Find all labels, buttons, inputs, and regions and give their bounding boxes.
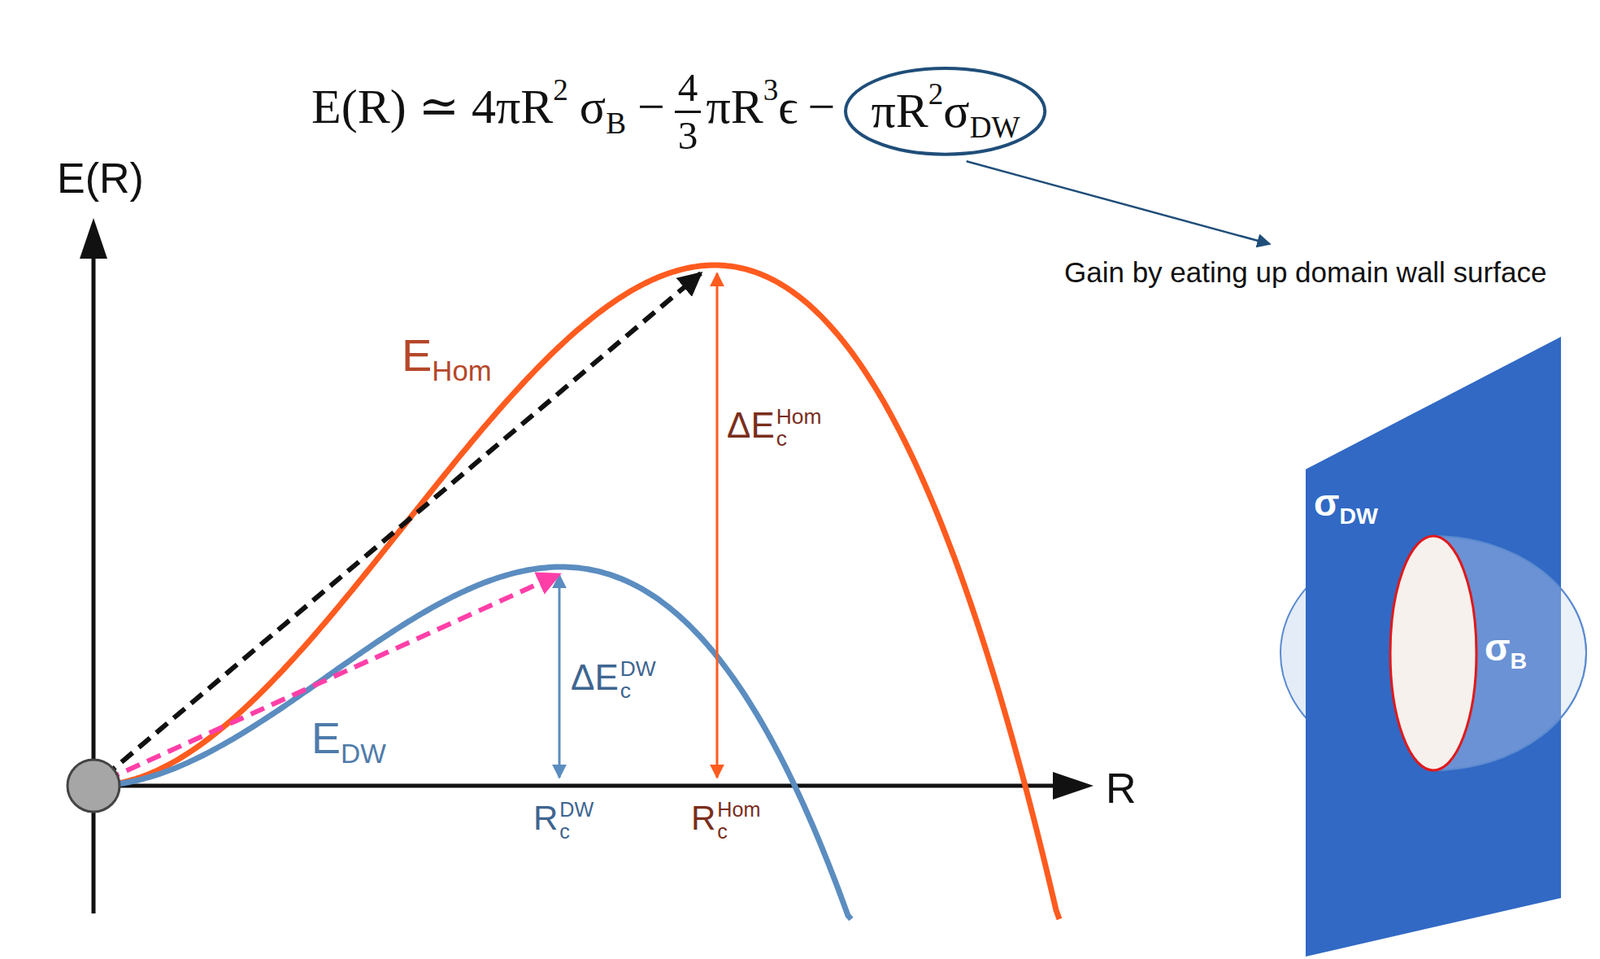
denominator: 3 — [674, 113, 702, 157]
tension-label: σB — [1484, 626, 1527, 674]
subscript: DW — [1339, 502, 1379, 529]
subscript: c — [559, 820, 594, 842]
math-text: R — [1105, 764, 1137, 812]
origin-dot — [67, 759, 120, 812]
math-text: σ — [579, 79, 606, 134]
subscript: Hom — [431, 355, 492, 387]
subscript: c — [717, 820, 761, 842]
math-text: − — [808, 79, 836, 134]
numerator: 4 — [674, 66, 702, 114]
superscript: DW — [559, 798, 594, 820]
radius-label: RDWc — [533, 798, 594, 842]
barrier-label: ΔEDWc — [570, 656, 657, 703]
bubble-intersection — [1390, 535, 1477, 770]
sub-superscript: DWc — [559, 798, 594, 842]
barrier-label: ΔEHomc — [726, 404, 822, 451]
math-text: σ — [1313, 481, 1340, 524]
math-text: σ — [1484, 626, 1510, 669]
math-text: E(R) — [56, 154, 144, 202]
math-text: − — [637, 79, 666, 134]
x-axis — [93, 783, 1061, 788]
tension-label: σDW — [1313, 481, 1379, 530]
x-axis-head — [1052, 771, 1094, 800]
leader-line — [966, 160, 1270, 244]
subscript: B — [1509, 647, 1527, 674]
subscript: DW — [340, 738, 387, 769]
superscript: Hom — [717, 798, 761, 820]
sub-superscript: Homc — [717, 798, 761, 842]
y-axis-head — [79, 217, 108, 259]
subscript: DW — [969, 110, 1021, 144]
superscript: 2 — [928, 77, 944, 111]
superscript: 2 — [552, 73, 569, 107]
dashed-arrow-dw — [105, 573, 560, 780]
sub-superscript: Homc — [776, 405, 822, 451]
callout-note: Gain by eating up domain wall surface — [1064, 247, 1553, 297]
barrier-arrow-dw — [558, 574, 561, 778]
formula: E(R) ≃ 4πR2σB−43πR3ϵ− — [311, 66, 835, 157]
math-text: ΔE — [726, 404, 775, 445]
math-text: πR — [705, 79, 763, 134]
math-text: σ — [943, 83, 970, 138]
domain-wall-curve — [93, 566, 852, 919]
curve-label: EHom — [401, 329, 492, 388]
homogeneous-curve — [93, 265, 1060, 919]
superscript: 3 — [763, 73, 779, 107]
axis-label: E(R) — [56, 154, 144, 204]
barrier-arrow-hom — [716, 273, 719, 778]
ellipse-text: πR2σDW — [870, 77, 1020, 146]
math-text: πR — [870, 83, 928, 138]
axis-label: R — [1105, 764, 1137, 814]
sub-superscript: DWc — [620, 657, 657, 703]
math-text: E(R) ≃ 4πR — [311, 79, 553, 134]
math-text: ΔE — [570, 656, 619, 697]
fraction: 43 — [674, 66, 702, 157]
superscript: Hom — [776, 405, 822, 429]
superscript: DW — [620, 657, 657, 681]
math-text: R — [533, 798, 558, 837]
y-axis — [91, 243, 96, 914]
math-text: E — [401, 329, 432, 381]
radius-label: RHomc — [691, 798, 761, 842]
math-text: ϵ — [778, 79, 798, 134]
dashed-arrow-hom — [104, 273, 701, 777]
subscript: B — [605, 106, 627, 140]
math-text: Gain by eating up domain wall surface — [1064, 256, 1547, 288]
subscript: c — [620, 679, 657, 703]
highlight-ellipse: πR2σDW — [843, 65, 1048, 157]
math-text: R — [691, 798, 716, 837]
curve-label: EDW — [311, 712, 387, 770]
math-text: E — [311, 713, 341, 762]
subscript: c — [776, 427, 822, 451]
